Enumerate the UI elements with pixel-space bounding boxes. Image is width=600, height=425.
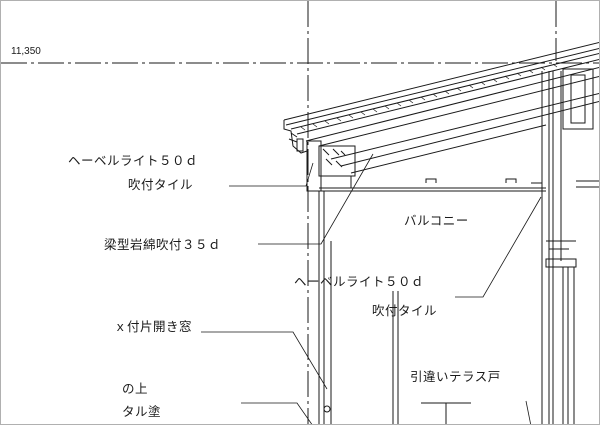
roof-hatching [300,63,558,131]
door-frames [392,291,471,424]
label-window: ｘ付片開き窓 [114,319,193,334]
level-dimension: 11,350 [11,46,41,57]
label-mortar-finish: タル塗 [122,404,162,419]
right-column [531,68,599,424]
leader-lines [201,153,542,424]
label-heber-light-upper: ヘーベルライト５０ｄ [68,153,199,168]
balcony-slab [319,178,546,192]
label-terrace-door: 引違いテラス戸 [410,369,501,384]
label-beam-rockwool: 梁型岩綿吹付３５ｄ [104,237,222,252]
left-wall [318,191,332,424]
label-heber-light-lower: ヘーベルライト５０ｄ [294,274,425,289]
label-balcony: バルコニー [404,213,469,228]
label-spray-tile-upper: 吹付タイル [128,177,194,192]
roof-slope [283,41,599,174]
label-spray-tile-lower: 吹付タイル [372,303,438,318]
label-top-of: の上 [122,381,149,396]
eave-detail [283,120,356,192]
